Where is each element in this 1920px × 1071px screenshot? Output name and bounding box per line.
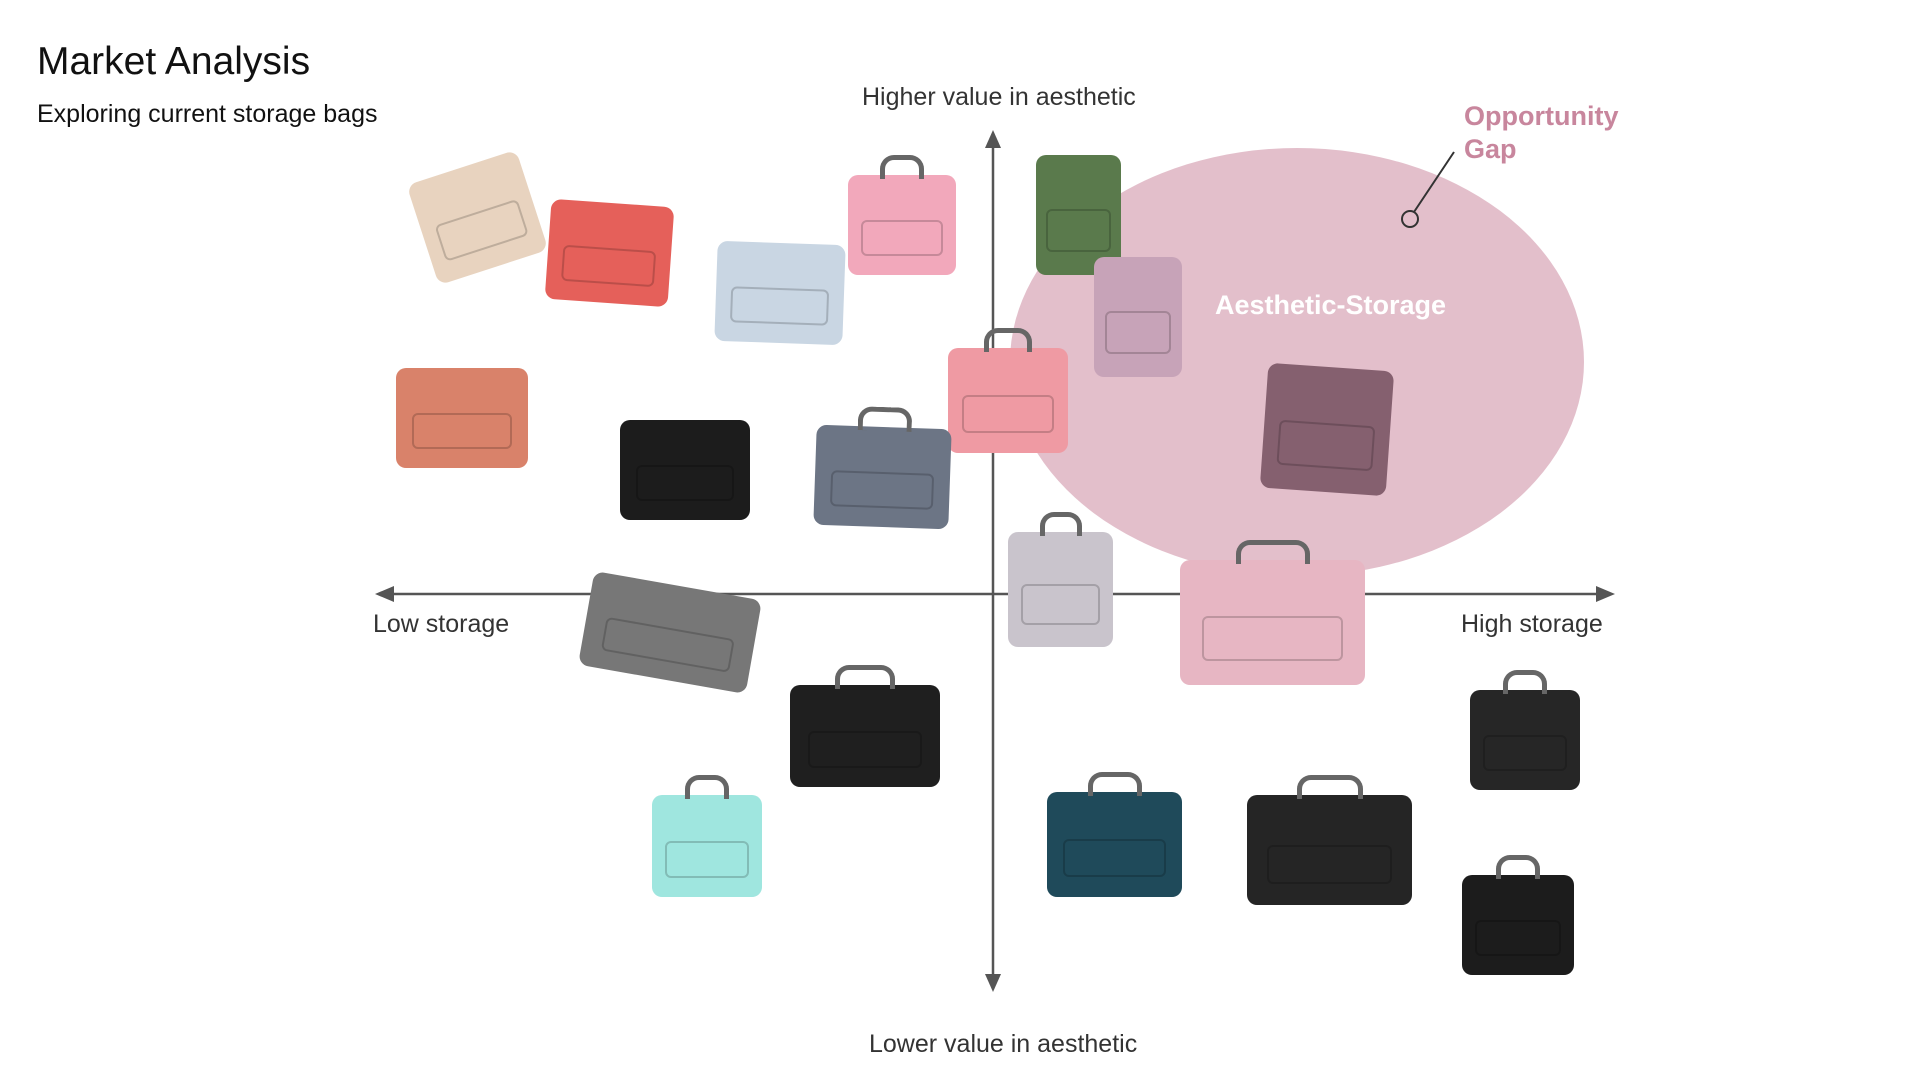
axis-label-left: Low storage	[373, 610, 510, 638]
pink-striped-messenger-image	[1180, 540, 1365, 685]
bag-handle	[1235, 540, 1310, 564]
abstract-print-sleeve-image	[396, 368, 528, 468]
bag-handle	[1296, 775, 1363, 799]
bag-handle	[1495, 855, 1541, 879]
arrow-up-icon	[985, 130, 1001, 148]
purple-brown-bag-image	[1259, 362, 1395, 497]
page-title: Market Analysis	[37, 40, 311, 83]
bag-handle	[984, 328, 1032, 352]
bag-pocket	[1063, 839, 1166, 878]
axis-label-right: High storage	[1461, 610, 1603, 638]
pink-laptop-bag-image	[948, 328, 1068, 453]
bag-pocket	[635, 465, 735, 501]
coral-laptop-sleeve-image	[544, 198, 675, 308]
black-white-sleeve-image	[620, 420, 750, 520]
bag-handle	[1087, 772, 1142, 796]
black-organizer-bag-image	[1470, 670, 1580, 790]
callout-dot-icon	[1401, 210, 1419, 228]
bag-pocket	[808, 730, 922, 768]
bag-pocket	[1266, 844, 1393, 885]
opportunity-gap-line2: Gap	[1464, 134, 1517, 164]
arrow-down-icon	[985, 974, 1001, 992]
black-open-briefcase-image	[1462, 855, 1574, 975]
bag-pocket	[1202, 616, 1343, 662]
bag-handle	[835, 665, 895, 689]
green-zip-sleeve-image	[1036, 155, 1121, 275]
bag-pocket	[1020, 583, 1101, 626]
bag-pocket	[1475, 920, 1561, 956]
grey-felt-tote-image	[1008, 512, 1113, 647]
bag-pocket	[962, 395, 1054, 434]
bag-pocket	[434, 199, 530, 262]
grey-denim-sleeve-image	[813, 406, 952, 530]
bag-pocket	[560, 244, 657, 288]
bag-pocket	[860, 220, 944, 256]
aesthetic-storage-ellipse	[1010, 148, 1584, 576]
bag-pocket	[665, 840, 749, 878]
aesthetic-storage-label: Aesthetic-Storage	[1215, 290, 1447, 320]
bag-pocket	[1483, 735, 1567, 771]
callout-line	[1413, 151, 1455, 213]
axis-label-top: Higher value in aesthetic	[862, 83, 1136, 111]
bag-pocket	[1046, 209, 1111, 253]
bag-handle	[1503, 670, 1547, 694]
bag-handle	[880, 155, 924, 179]
arrow-left-icon	[375, 586, 394, 602]
black-messenger-image	[790, 665, 940, 787]
mauve-sleeve-image	[1094, 257, 1182, 377]
bag-handle	[685, 775, 729, 799]
bag-pocket	[411, 413, 513, 449]
pink-handbag-with-bear-image	[848, 155, 956, 275]
bag-pocket	[730, 286, 829, 326]
opportunity-gap-label: Opportunity Gap	[1464, 100, 1618, 166]
bag-handle	[857, 406, 912, 432]
page-subtitle: Exploring current storage bags	[37, 100, 378, 128]
bag-pocket	[601, 616, 735, 673]
teal-laptop-bag-image	[1047, 772, 1182, 897]
axis-label-bottom: Lower value in aesthetic	[869, 1030, 1138, 1058]
black-briefcase-image	[1247, 775, 1412, 905]
mint-zip-pouch-image	[652, 775, 762, 897]
bag-pocket	[1276, 419, 1376, 472]
bag-pocket	[830, 470, 934, 510]
opportunity-gap-line1: Opportunity	[1464, 101, 1619, 131]
arrow-right-icon	[1596, 586, 1615, 602]
light-blue-tiedye-pouch-image	[714, 240, 846, 346]
bag-handle	[1039, 512, 1082, 536]
bag-pocket	[1104, 311, 1172, 355]
